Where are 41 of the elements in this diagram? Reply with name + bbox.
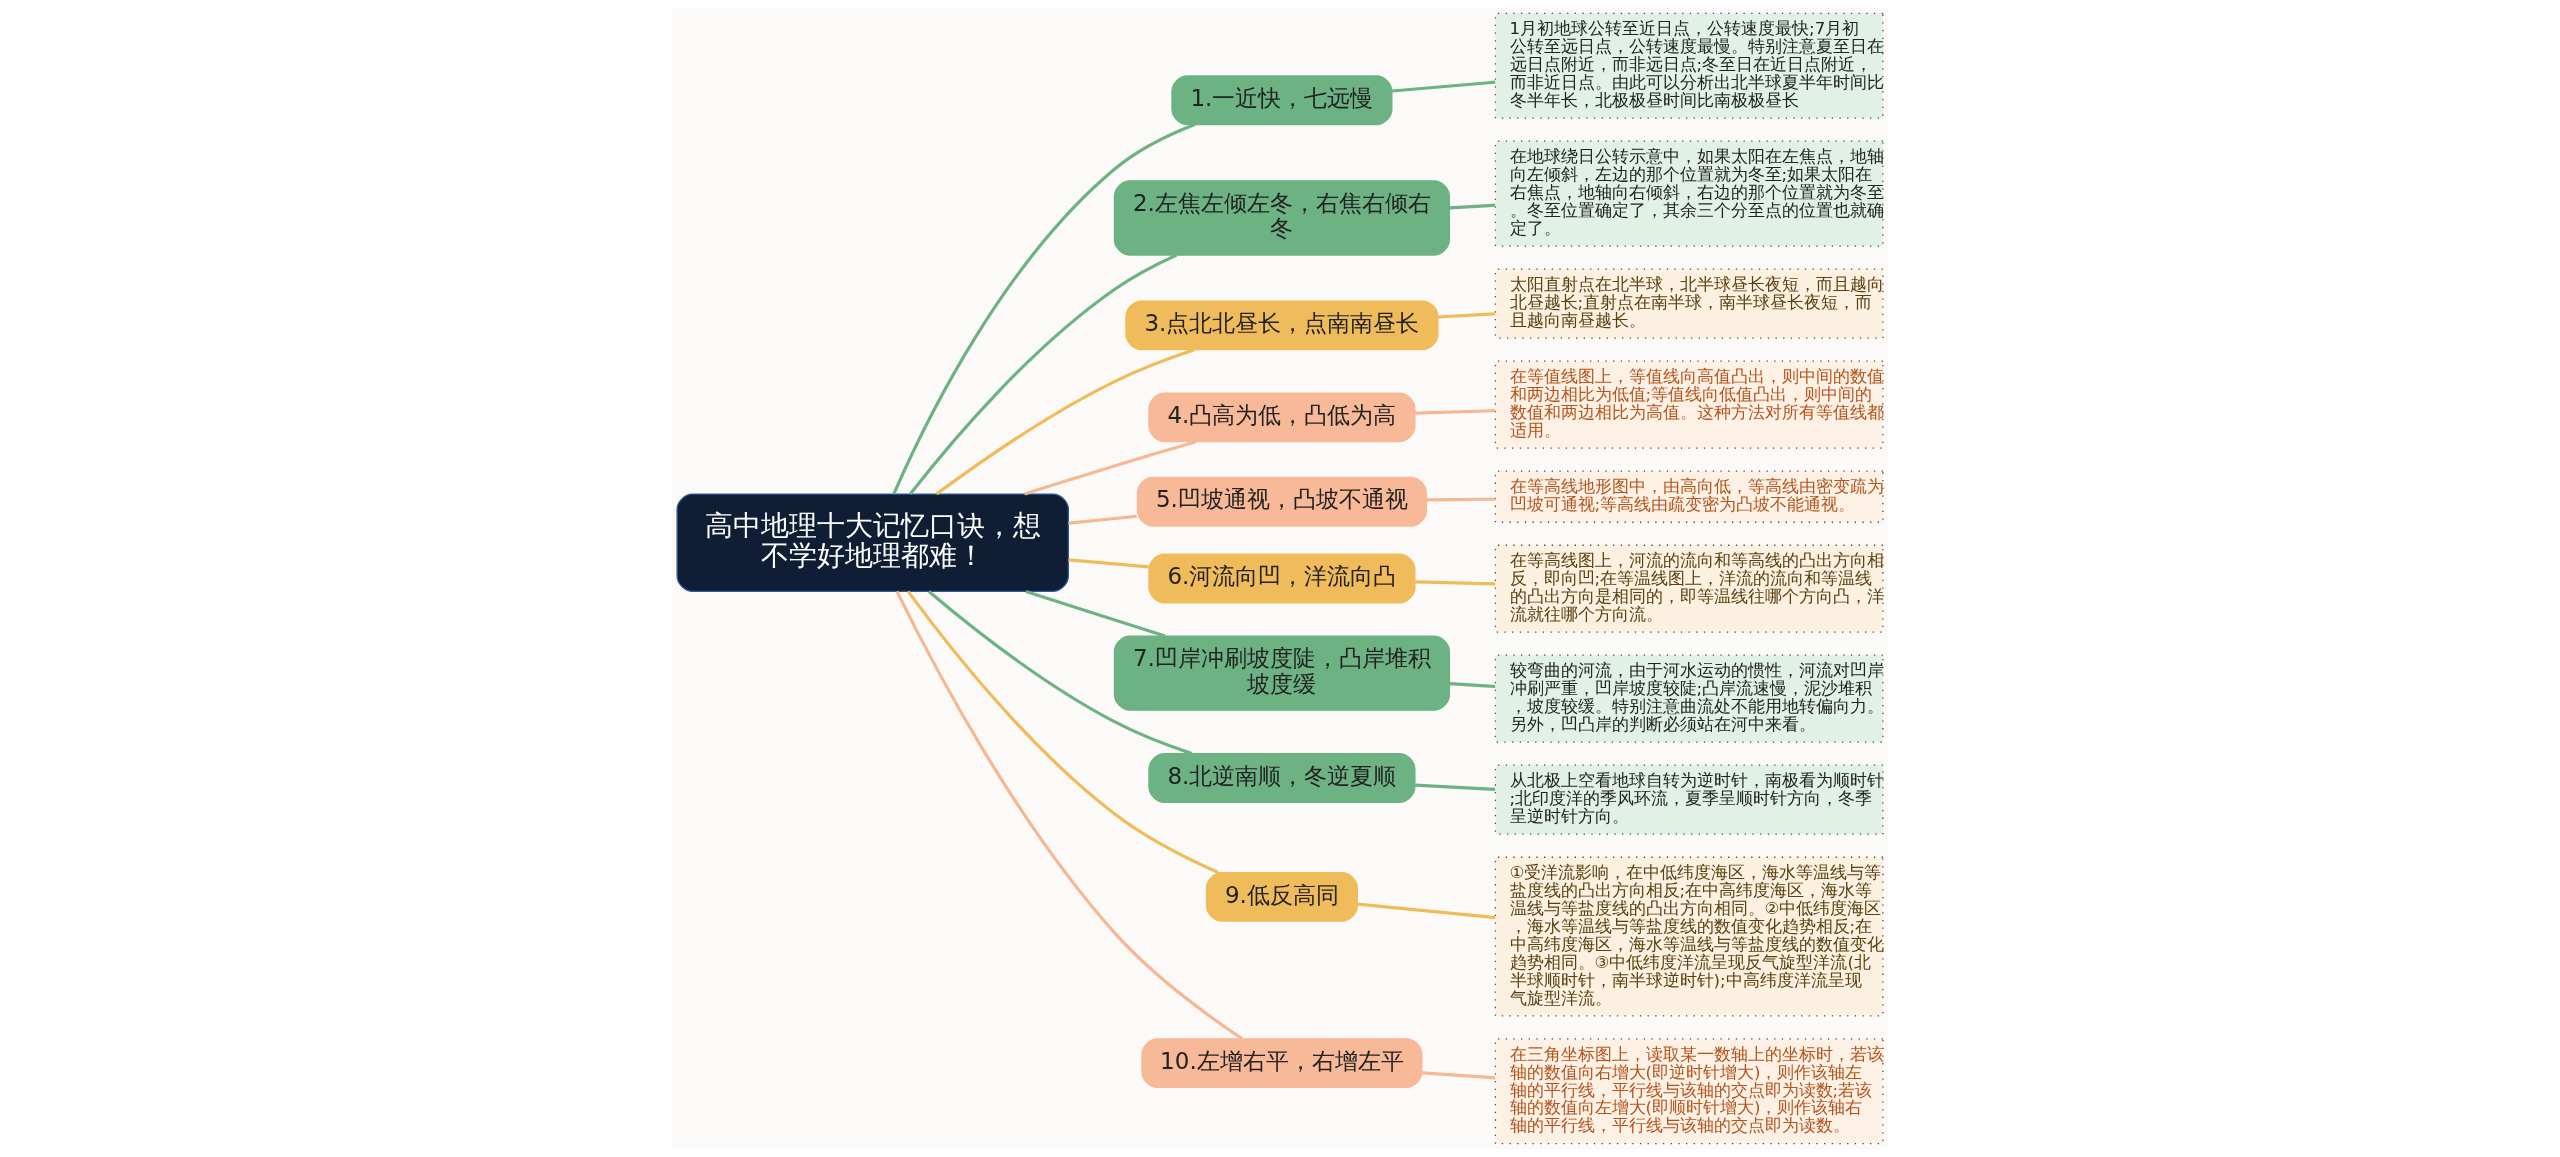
- connector: [1068, 558, 1149, 569]
- node-box: ①受洋流影响，在中低纬度海区，海水等温线与等盐度线的凸出方向相反;在中高纬度海区，海水等温线与等盐度线的凸出方向相同。②中低纬度海区，海水等温线与等盐度线的数值变化趋势相反;在中高纬度海区，海水等温线与等盐度线的数值变化趋势相同。③中低纬度洋流呈现反气旋型洋流(北半球顺时针，南半球逆时针);中高纬度洋流呈现气旋型洋流。: [1494, 856, 1884, 1017]
- connector: [1068, 514, 1138, 525]
- connector: [1449, 682, 1496, 689]
- node-box: 较弯曲的河流，由于河水运动的惯性，河流对凹岸冲刷严重，凹岸坡度较陡;凸岸流速慢，泥沙堆积，坡度较缓。特别注意曲流处不能用地转偏向力。另外，凹凸岸的判断必须站在河中来看。: [1494, 654, 1884, 743]
- node-box: 在三角坐标图上，读取某一数轴上的坐标时，若该轴的数值向右增大(即逆时针增大)，则作该轴左轴的平行线，平行线与该轴的交点即为读数;若该轴的数值向左增大(即顺时针增大)，则作该轴右轴的平行线，平行线与该轴的交点即为读数。: [1494, 1038, 1884, 1145]
- connector: [1449, 203, 1496, 210]
- connector: [909, 253, 1178, 495]
- node-box: 在等值线图上，等值线向高值凸出，则中间的数值和两边相比为低值;等值线向低值凸出，则中间的数值和两边相比为高值。这种方法对所有等值线都适用。: [1494, 360, 1884, 449]
- connector: [1415, 580, 1496, 586]
- node-box: 2.左焦左倾左冬，右焦右倾右冬: [1113, 180, 1451, 256]
- connector: [1025, 589, 1166, 638]
- node-box: 4.凸高为低，凸低为高: [1148, 392, 1416, 443]
- connector: [1024, 440, 1197, 496]
- node-box: 在等高线图上，河流的流向和等高线的凸出方向相反，即向凹;在等温线图上，洋流的流向和等温线的凸出方向是相同的，即等温线往哪个方向凸，洋流就往哪个方向流。: [1494, 544, 1884, 633]
- connector: [927, 590, 1193, 756]
- node-box: 3.点北北昼长，点南南昼长: [1125, 300, 1439, 351]
- node-box: 5.凹坡通视，凸坡不通视: [1136, 476, 1428, 527]
- connector: [935, 348, 1195, 496]
- connector: [895, 590, 1244, 1041]
- connector: [1392, 80, 1496, 93]
- node-box: 太阳直射点在北半球，北半球昼长夜短，而且越向北昼越长;直射点在南半球，南半球昼长夜短，而且越向南昼越长。: [1494, 268, 1884, 339]
- node-box: 在地球绕日公转示意中，如果太阳在左焦点，地轴向左倾斜，左边的那个位置就为冬至;如果太阳在右焦点，地轴向右倾斜，右边的那个位置就为冬至。冬至位置确定了，其余三个分至点的位置也就确定了。: [1494, 140, 1884, 247]
- node-box: 1月初地球公转至近日点，公转速度最快;7月初公转至远日点，公转速度最慢。特别注意夏至日在远日点附近，而非远日点;冬至日在近日点附近，而非近日点。由此可以分析出北半球夏半年时间比冬半年长，北极极昼时间比南极极昼长: [1494, 12, 1884, 119]
- connector: [906, 590, 1219, 874]
- node-box: 在等高线地形图中，由高向低，等高线由密变疏为凹坡可通视;等高线由疏变密为凸坡不能通视。: [1494, 470, 1884, 523]
- connector: [1415, 409, 1496, 415]
- node-box: 6.河流向凹，洋流向凸: [1148, 553, 1416, 604]
- connector: [1357, 902, 1496, 920]
- node-box: 10.左增右平，右增左平: [1141, 1038, 1423, 1089]
- node-box: 1.一近快，七远慢: [1171, 75, 1393, 126]
- node-box: 从北极上空看地球自转为逆时针，南极看为顺时针;北印度洋的季风环流，夏季呈顺时针方向，冬季呈逆时针方向。: [1494, 764, 1884, 835]
- node-box: 高中地理十大记忆口诀，想不学好地理都难！: [676, 493, 1070, 592]
- node-box: 8.北逆南顺，冬逆夏顺: [1148, 753, 1416, 803]
- node-box: 9.低反高同: [1205, 871, 1358, 922]
- connector: [1415, 783, 1496, 791]
- connector: [1437, 312, 1496, 319]
- connector: [1422, 1071, 1496, 1080]
- connector: [892, 123, 1196, 495]
- node-box: 7.凹岸冲刷坡度陡，凸岸堆积坡度缓: [1113, 635, 1451, 711]
- connector: [1426, 497, 1496, 502]
